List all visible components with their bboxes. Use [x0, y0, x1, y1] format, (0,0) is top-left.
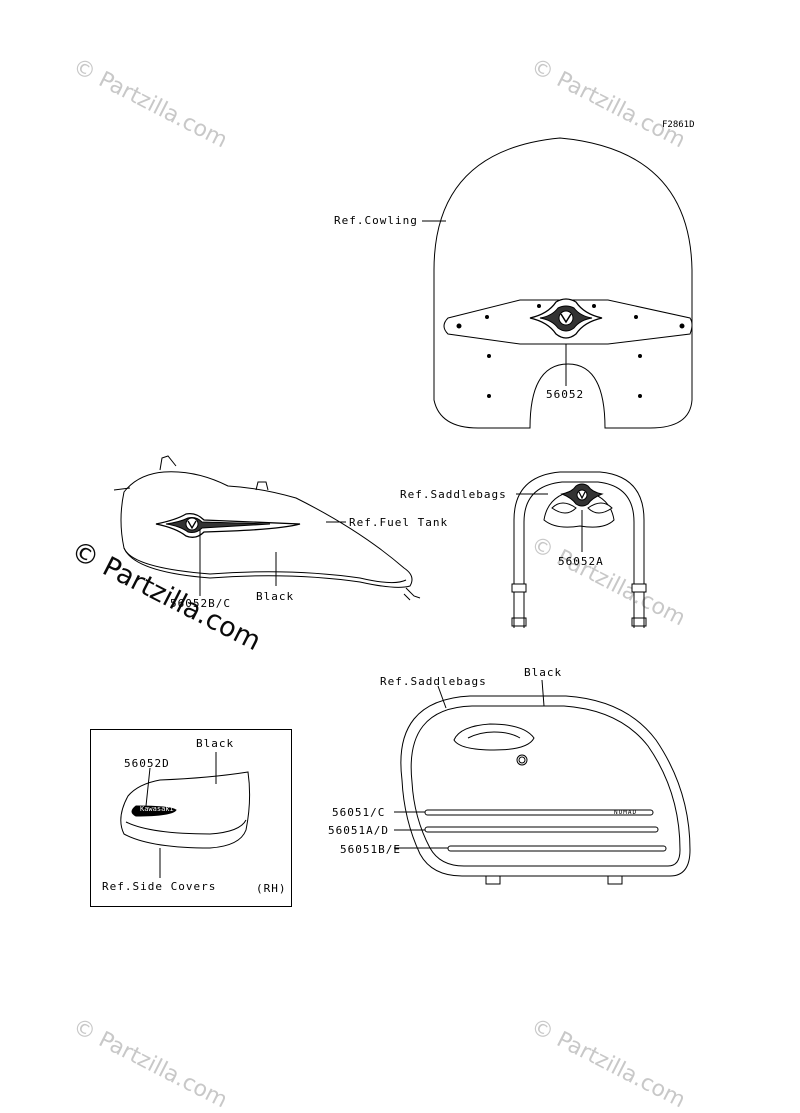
label-side-rh: (RH) [256, 882, 287, 895]
label-part-56052: 56052 [546, 388, 585, 401]
label-ref-fuel-tank: Ref.Fuel Tank [349, 516, 449, 529]
label-ref-side-covers: Ref.Side Covers [102, 880, 217, 893]
label-part-56051c: 56051/C [332, 806, 386, 819]
label-ref-cowling: Ref.Cowling [334, 214, 418, 227]
side-cover-inset-frame [90, 729, 292, 907]
label-part-56052a: 56052A [558, 555, 604, 568]
badge-kawasaki: Kawasaki [140, 805, 174, 813]
windshield-outline [433, 137, 693, 429]
badge-nomad: NOMAD [614, 809, 638, 816]
label-side-cover-black: Black [196, 737, 235, 750]
tank-emblem [155, 512, 301, 538]
windshield-bracket [443, 299, 693, 345]
label-part-56052d: 56052D [124, 757, 170, 770]
cowling-emblem [529, 298, 603, 339]
backrest-emblem [551, 483, 613, 514]
label-saddlebag-black: Black [524, 666, 563, 679]
figure-code: F2861D [662, 120, 695, 130]
label-ref-saddlebags-bottom: Ref.Saddlebags [380, 675, 487, 688]
backrest-frame [513, 471, 645, 612]
label-ref-saddlebags-top: Ref.Saddlebags [400, 488, 507, 501]
label-part-56051be: 56051B/E [340, 843, 401, 856]
saddlebag-outline [400, 695, 691, 877]
line-art [113, 137, 693, 885]
fuel-tank-outline [120, 471, 413, 588]
label-part-56051ad: 56051A/D [328, 824, 389, 837]
parts-diagram-page: © Partzilla.com © Partzilla.com © Partzi… [66, 54, 695, 1113]
label-tank-black: Black [256, 590, 295, 603]
side-cover-outline [120, 771, 251, 849]
label-part-56052bc: 56052B/C [170, 597, 231, 610]
